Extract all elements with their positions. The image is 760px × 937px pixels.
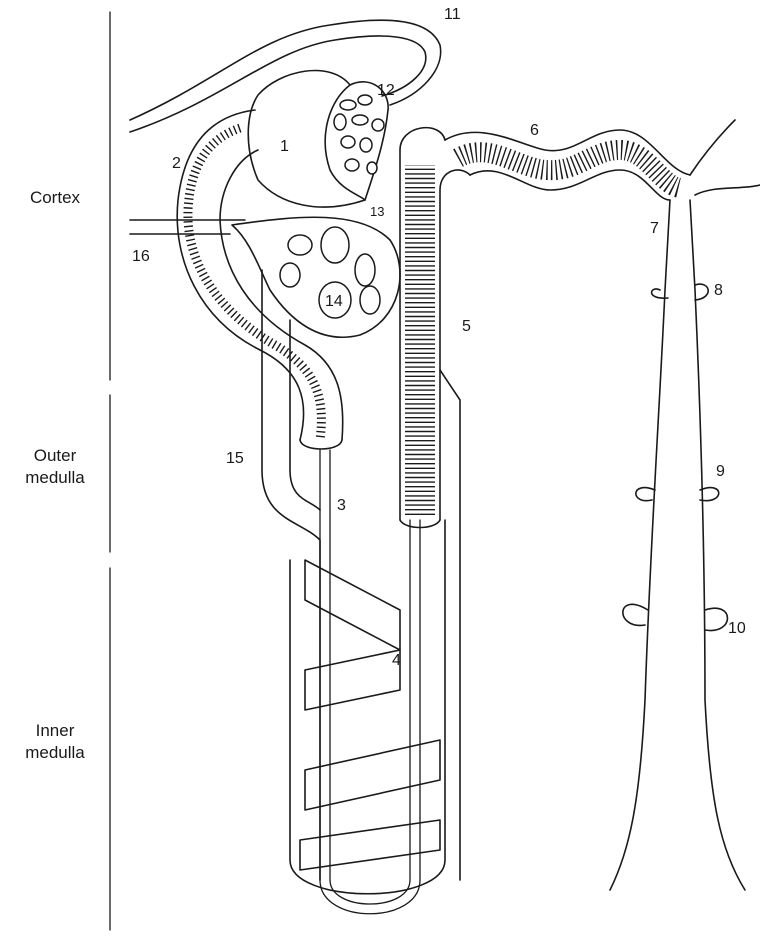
label-13: 13 — [370, 203, 384, 221]
label-10: 10 — [728, 620, 746, 638]
label-6: 6 — [530, 122, 539, 140]
cortex-label: Cortex — [0, 187, 110, 209]
vasa-recta-ascending — [440, 370, 460, 880]
collecting-branch-right — [695, 185, 760, 195]
arteriole-loop — [130, 20, 441, 120]
collecting-duct-right — [690, 200, 745, 890]
collecting-side-branch-10 — [623, 604, 728, 630]
thick-ascending-limb-inner — [440, 170, 470, 520]
collecting-branch-upper — [690, 120, 735, 175]
distal-tubule-lower — [470, 170, 670, 200]
label-8: 8 — [714, 282, 723, 300]
label-5: 5 — [462, 318, 471, 336]
inner-medulla-line2: medulla — [0, 742, 110, 764]
collecting-duct-left — [610, 200, 670, 890]
loop-bottom — [320, 880, 420, 914]
label-16: 16 — [132, 248, 150, 266]
outer-medulla-line1: Outer — [0, 445, 110, 467]
label-2: 2 — [172, 155, 181, 173]
proximal-tubule-end — [300, 440, 342, 449]
thick-ascending-limb-outer — [400, 128, 445, 520]
vasa-recta-bridge-4 — [300, 820, 440, 870]
label-14: 14 — [325, 293, 343, 311]
label-11: 11 — [444, 6, 461, 24]
outer-medulla-line2: medulla — [0, 467, 110, 489]
cortex-text: Cortex — [30, 188, 80, 207]
collecting-side-branch-9 — [636, 488, 719, 501]
peritubular-network — [232, 217, 400, 337]
label-9: 9 — [716, 463, 725, 481]
collecting-side-branch-8 — [652, 284, 709, 300]
outer-medulla-label: Outer medulla — [0, 445, 110, 489]
label-4: 4 — [392, 652, 401, 670]
inner-medulla-line1: Inner — [0, 720, 110, 742]
label-3: 3 — [337, 497, 346, 515]
label-12: 12 — [377, 82, 395, 100]
inner-medulla-label: Inner medulla — [0, 720, 110, 764]
label-1: 1 — [280, 138, 289, 156]
vasa-recta-inner — [290, 320, 320, 510]
label-7: 7 — [650, 220, 659, 238]
label-15: 15 — [226, 450, 244, 468]
